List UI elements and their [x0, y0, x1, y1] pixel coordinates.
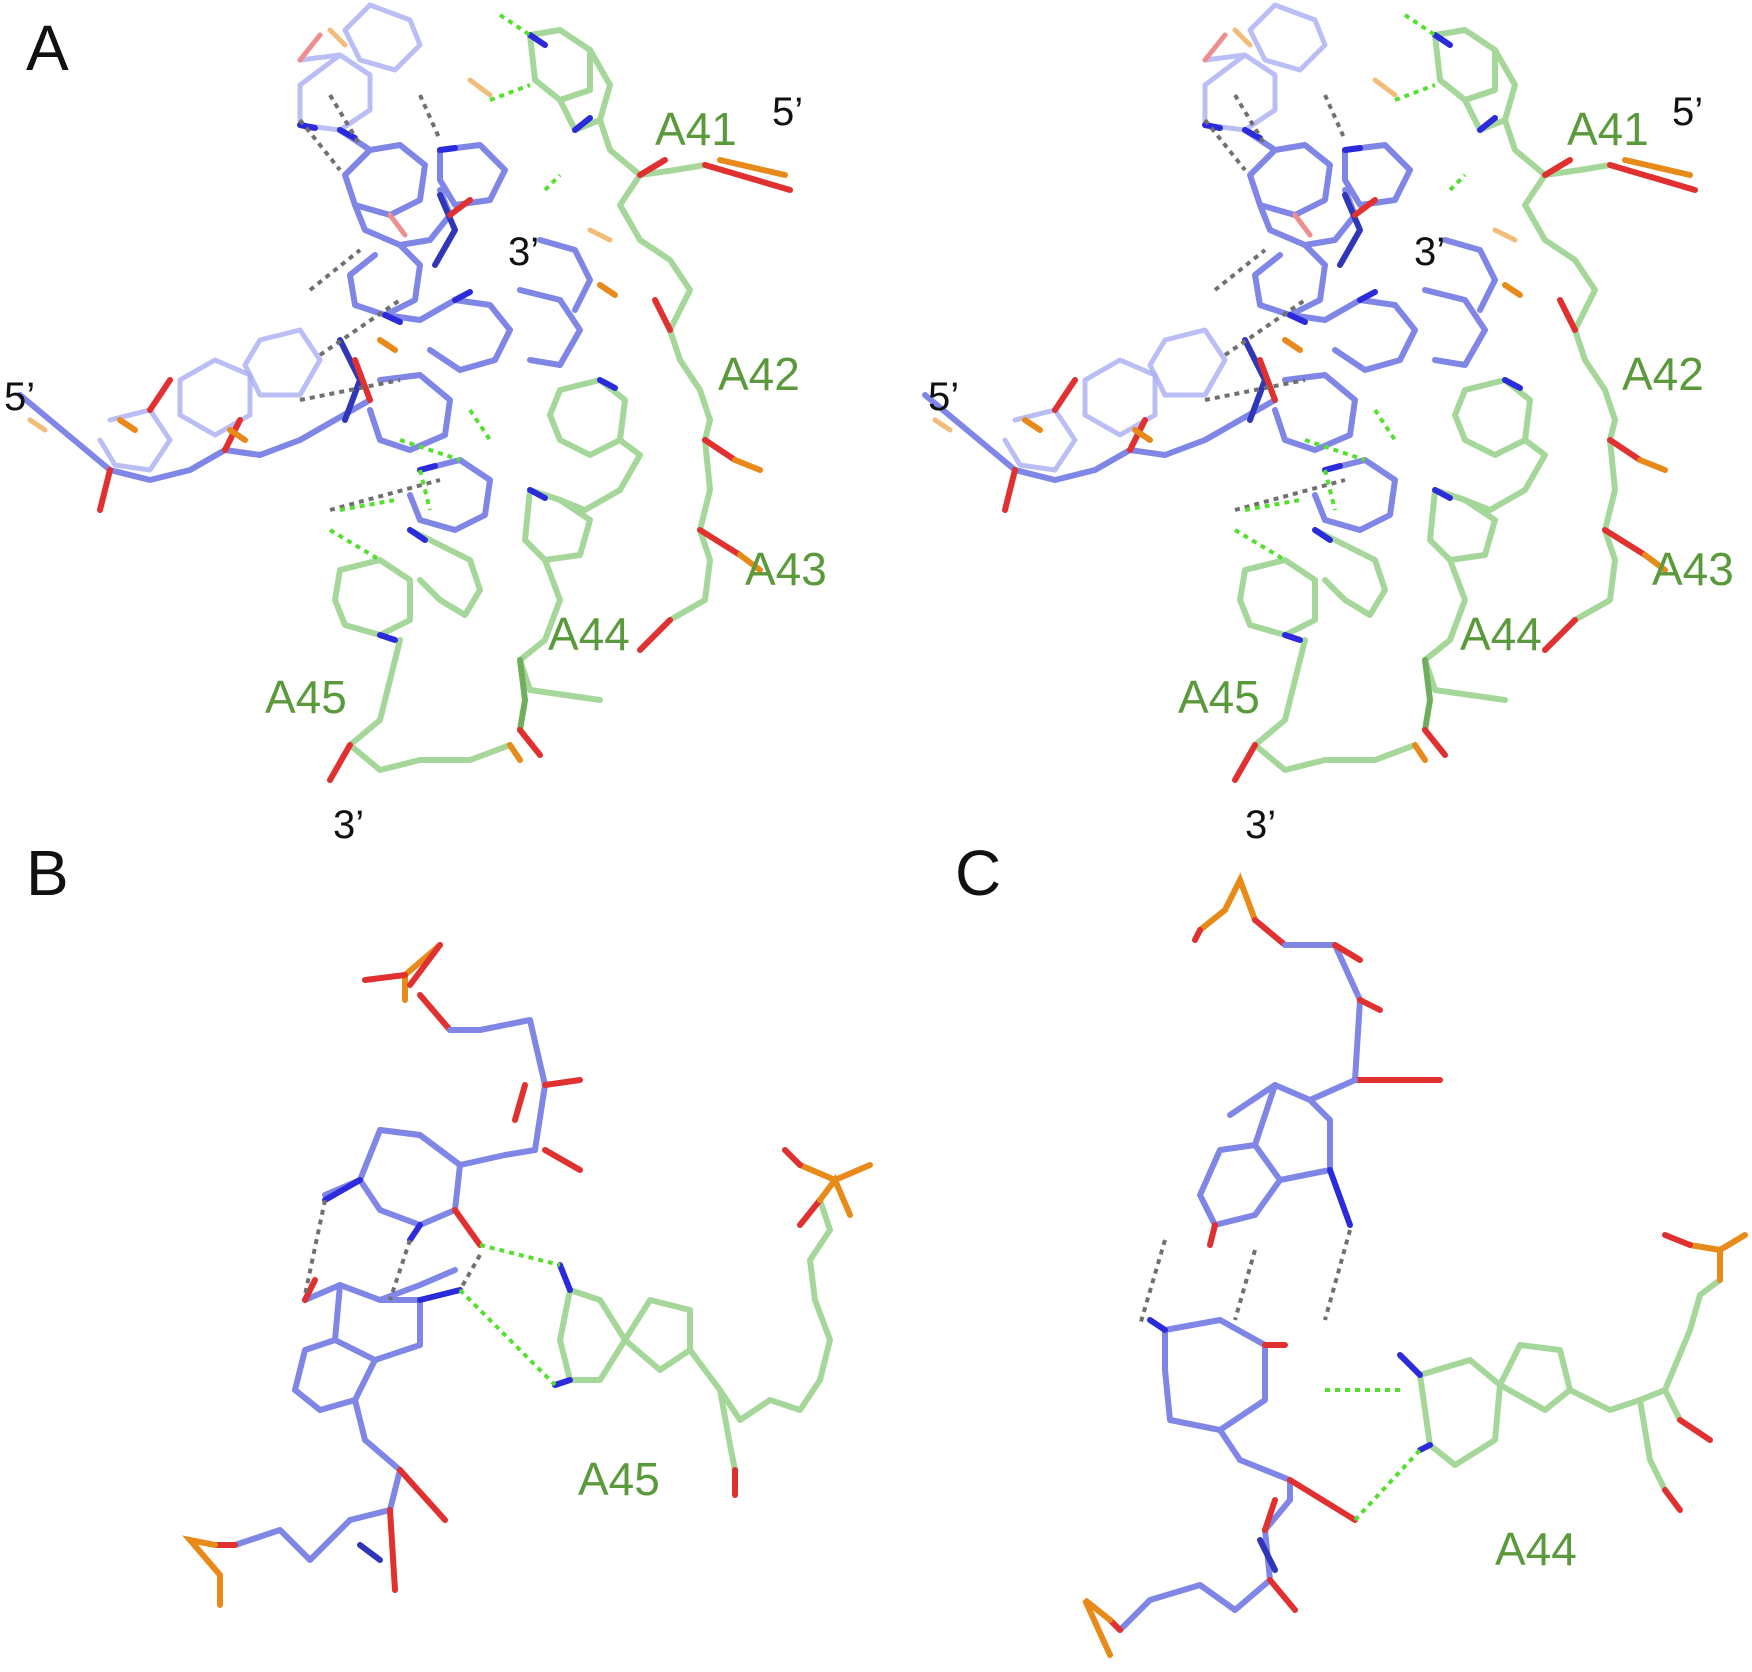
partner-strand-a — [17, 2, 593, 533]
panel-a: A — [4, 2, 1734, 847]
residue-label-a45-right: A45 — [1178, 671, 1260, 723]
residue-label-a43: A43 — [745, 543, 827, 595]
residue-label-a45-b: A45 — [578, 1453, 660, 1505]
a-tract-strand — [332, 27, 713, 773]
panel-b: B — [26, 837, 873, 1608]
residue-label-a41: A41 — [655, 103, 737, 155]
end-label-3prime-partner-right: 3’ — [1414, 230, 1445, 274]
molecule-b — [182, 942, 873, 1608]
panel-a-left-view: A41 A42 A43 A44 A45 5’ 3’ 5’ 3’ — [4, 2, 827, 847]
hbonds-a-right — [1203, 13, 1467, 562]
residue-label-a45: A45 — [265, 671, 347, 723]
panel-b-letter: B — [26, 837, 69, 909]
molecule-a — [17, 2, 793, 783]
residue-label-a41-right: A41 — [1567, 103, 1649, 155]
panel-a-letter: A — [26, 12, 69, 84]
residue-label-a42: A42 — [718, 348, 800, 400]
residue-label-a42-right: A42 — [1622, 348, 1704, 400]
residue-label-a44-c: A44 — [1495, 1523, 1577, 1575]
end-label-3prime-a-tract-right: 3’ — [1245, 803, 1276, 847]
heteroatoms-a — [27, 27, 793, 783]
hbonds-a — [298, 13, 562, 562]
heteroatoms-a-right — [932, 27, 1698, 783]
panel-c: C — [955, 837, 1748, 1658]
end-label-5prime-partner: 5’ — [4, 375, 35, 419]
molecule-c — [1082, 872, 1748, 1658]
end-label-5prime-partner-right: 5’ — [928, 375, 959, 419]
residue-label-a44-right: A44 — [1460, 608, 1542, 660]
molecule-a-right — [922, 2, 1698, 783]
residue-label-a44: A44 — [548, 608, 630, 660]
residue-label-a43-right: A43 — [1652, 543, 1734, 595]
end-label-3prime-partner: 3’ — [508, 230, 539, 274]
panel-c-letter: C — [955, 837, 1001, 909]
panel-a-right-view: A41 A42 A43 A44 A45 5’ 3’ 5’ 3’ — [922, 2, 1734, 847]
end-label-5prime-a-tract-right: 5’ — [1672, 90, 1703, 134]
end-label-3prime-a-tract: 3’ — [333, 803, 364, 847]
partner-strand-a-right — [922, 2, 1498, 533]
a-tract-strand-right — [1237, 27, 1618, 773]
end-label-5prime-a-tract: 5’ — [772, 90, 803, 134]
